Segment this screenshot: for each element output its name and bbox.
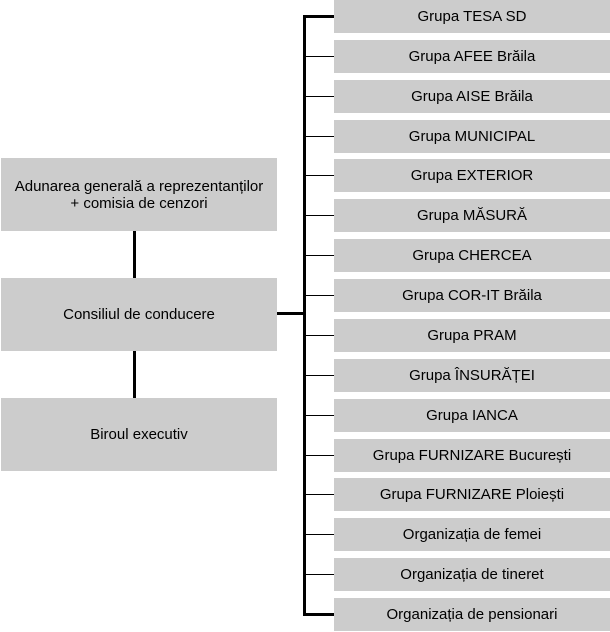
group-connector — [303, 375, 334, 376]
general-assembly-line2: + comisia de cenzori — [70, 194, 208, 212]
group-connector — [303, 136, 334, 137]
board-box: Consiliul de conducere — [1, 278, 277, 351]
general-assembly-box: Adunarea generală a reprezentanților+ co… — [1, 158, 277, 231]
groups-trunk-line — [303, 16, 306, 614]
executive-office-box: Biroul executiv — [1, 398, 277, 471]
group-connector — [303, 15, 334, 18]
group-connector — [303, 295, 334, 296]
group-connector — [303, 335, 334, 336]
group-box: Grupa AFEE Brăila — [334, 40, 610, 73]
group-box: Organizația de pensionari — [334, 598, 610, 631]
group-box: Grupa CHERCEA — [334, 239, 610, 272]
group-connector — [303, 96, 334, 97]
group-box: Grupa PRAM — [334, 319, 610, 352]
connector-board-groups — [277, 312, 306, 315]
group-connector — [303, 56, 334, 57]
group-box: Grupa TESA SD — [334, 0, 610, 33]
group-box: Organizația de femei — [334, 518, 610, 551]
group-box: Grupa EXTERIOR — [334, 159, 610, 192]
group-connector — [303, 415, 334, 416]
group-connector — [303, 534, 334, 535]
group-box: Grupa AISE Brăila — [334, 80, 610, 113]
connector-assembly-board — [133, 231, 136, 278]
group-connector — [303, 455, 334, 456]
group-box: Grupa MUNICIPAL — [334, 120, 610, 153]
group-box: Grupa COR-IT Brăila — [334, 279, 610, 312]
group-connector — [303, 613, 334, 616]
general-assembly-line1: Adunarea generală a reprezentanților — [14, 177, 264, 195]
group-box: Grupa IANCA — [334, 399, 610, 432]
group-connector — [303, 255, 334, 256]
group-box: Organizația de tineret — [334, 558, 610, 591]
group-connector — [303, 494, 334, 495]
group-box: Grupa MĂSURĂ — [334, 199, 610, 232]
group-box: Grupa ÎNSURĂȚEI — [334, 359, 610, 392]
connector-board-executive — [133, 351, 136, 398]
group-box: Grupa FURNIZARE Ploiești — [334, 478, 610, 511]
group-connector — [303, 574, 334, 575]
group-box: Grupa FURNIZARE București — [334, 439, 610, 472]
group-connector — [303, 215, 334, 216]
group-connector — [303, 175, 334, 176]
